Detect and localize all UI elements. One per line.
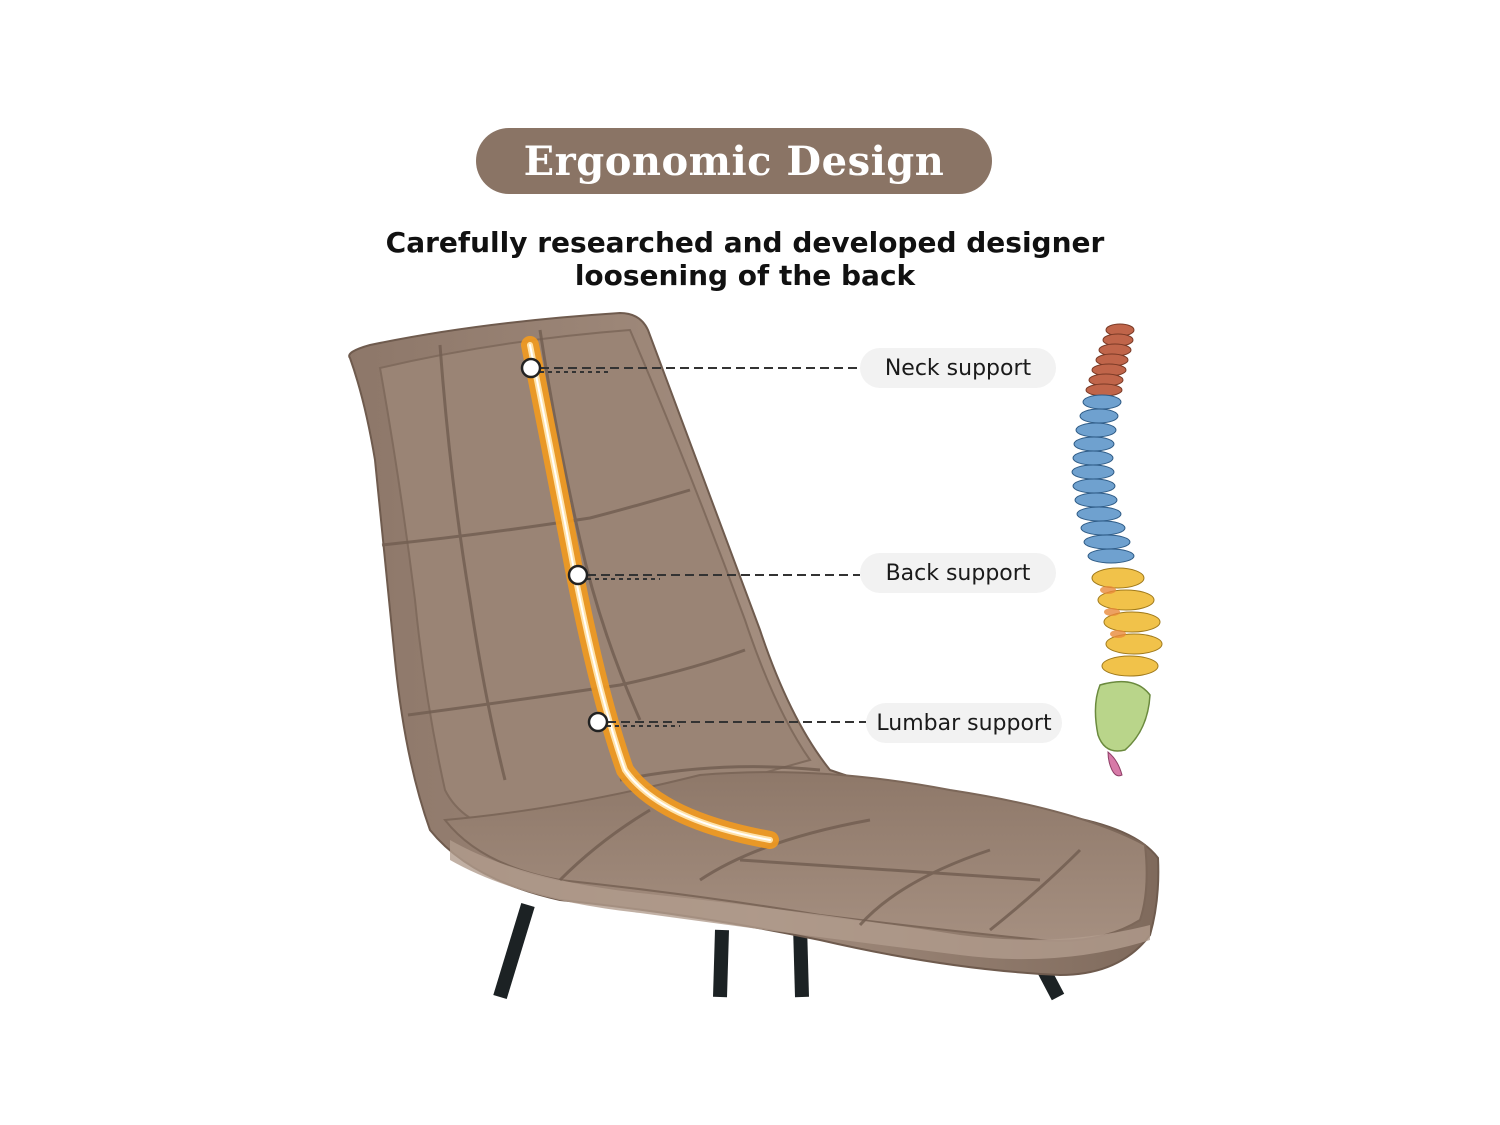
spine-diagram <box>1071 323 1163 777</box>
spine-curve <box>521 336 779 849</box>
page-title: Ergonomic Design <box>523 137 945 185</box>
neck-support-label: Neck support <box>860 348 1056 388</box>
subtitle: Carefully researched and developed desig… <box>330 226 1160 292</box>
subtitle-line-2: loosening of the back <box>574 259 916 292</box>
chair-tufting <box>381 329 1082 932</box>
callout-leaders <box>540 367 866 727</box>
seat-front-edge <box>450 840 1150 960</box>
title-banner: Ergonomic Design <box>476 128 992 194</box>
chair-seat <box>443 771 1148 942</box>
lumbar-anchor-dot <box>587 711 609 733</box>
subtitle-line-1: Carefully researched and developed desig… <box>385 226 1105 259</box>
back-support-label: Back support <box>860 553 1056 593</box>
lumbar-support-label: Lumbar support <box>866 703 1062 743</box>
callout-dots <box>520 357 609 733</box>
back-anchor-dot <box>567 564 589 586</box>
neck-anchor-dot <box>520 357 542 379</box>
